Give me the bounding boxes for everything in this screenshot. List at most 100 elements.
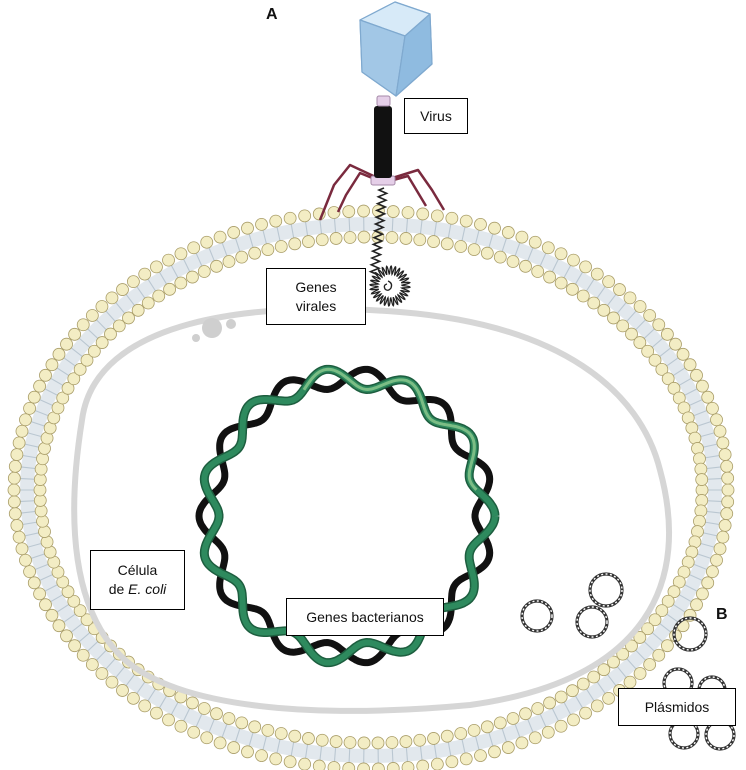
lipid-head bbox=[641, 622, 655, 636]
lipid-head bbox=[261, 723, 275, 737]
lipid-head bbox=[241, 221, 254, 235]
lipid-head bbox=[80, 353, 94, 367]
lipid-head bbox=[197, 265, 211, 278]
lipid-head bbox=[401, 761, 415, 770]
lipid-head bbox=[693, 514, 706, 528]
lipid-head bbox=[222, 712, 236, 725]
lipid-head bbox=[696, 587, 709, 601]
lipid-head bbox=[150, 260, 163, 274]
lipid-head bbox=[576, 289, 590, 303]
lipid-head bbox=[7, 471, 21, 485]
plasmids-label: Plásmidos bbox=[618, 688, 736, 726]
lipid-head bbox=[283, 755, 297, 769]
lipid-head bbox=[554, 690, 568, 704]
lipid-head bbox=[480, 720, 494, 734]
lipid-head bbox=[501, 741, 515, 754]
lipid-head bbox=[116, 684, 129, 697]
lipid-head bbox=[554, 276, 568, 290]
lipid-head bbox=[329, 232, 343, 245]
viral-genes-label-line1: Genes bbox=[295, 278, 337, 295]
lipid-head bbox=[371, 736, 385, 750]
lipid-head bbox=[690, 368, 703, 382]
lipid-head bbox=[696, 379, 709, 393]
lipid-head bbox=[531, 265, 545, 278]
lipid-head bbox=[302, 235, 315, 248]
lipid-head bbox=[15, 542, 29, 556]
lipid-head bbox=[413, 233, 427, 247]
lipid-head bbox=[445, 211, 459, 225]
lipid-head bbox=[543, 270, 556, 284]
lipid-head bbox=[298, 757, 312, 770]
membrane-core bbox=[20, 217, 722, 763]
lipid-head bbox=[87, 344, 101, 358]
lipid-head bbox=[567, 253, 580, 267]
lipid-head bbox=[19, 413, 32, 427]
lipid-head bbox=[648, 353, 662, 367]
lipid-head bbox=[459, 214, 473, 228]
lipid-head bbox=[200, 235, 214, 249]
lipid-head bbox=[718, 519, 732, 532]
lipid-head bbox=[616, 647, 630, 661]
lipid-head bbox=[623, 675, 637, 689]
lipid-head bbox=[706, 401, 719, 415]
lipid-head bbox=[61, 585, 75, 599]
lipid-head bbox=[60, 629, 73, 643]
lipid-head bbox=[10, 519, 24, 532]
lipid-head bbox=[222, 255, 236, 268]
lipid-head bbox=[162, 713, 175, 727]
inclusion-body bbox=[192, 334, 200, 342]
lipid-head bbox=[56, 391, 70, 405]
lipid-head bbox=[138, 699, 152, 713]
lipid-head bbox=[401, 206, 415, 219]
lipid-head bbox=[12, 436, 26, 450]
lipid-head bbox=[200, 731, 214, 745]
lipid-head bbox=[641, 344, 655, 358]
lipid-head bbox=[660, 327, 674, 341]
lipid-head bbox=[660, 639, 674, 653]
cell-label-prefix: de bbox=[108, 581, 125, 597]
lipid-head bbox=[174, 719, 188, 733]
lipid-head bbox=[15, 424, 29, 438]
lipid-head bbox=[357, 204, 370, 218]
virus-capsid bbox=[359, 1, 433, 97]
lipid-head bbox=[399, 232, 413, 245]
lipid-head bbox=[213, 230, 227, 244]
lipid-head bbox=[488, 221, 501, 235]
lipid-head bbox=[607, 655, 620, 669]
lipid-head bbox=[248, 246, 262, 260]
lipid-head bbox=[467, 243, 481, 257]
lipid-head bbox=[302, 732, 315, 745]
lipid-head bbox=[597, 663, 611, 677]
lipid-head bbox=[613, 283, 626, 296]
lipid-head bbox=[76, 318, 90, 332]
lipid-head bbox=[445, 755, 459, 769]
lipid-head bbox=[288, 729, 302, 743]
lipid-head bbox=[480, 246, 494, 260]
lipid-head bbox=[625, 327, 638, 341]
lipid-head bbox=[52, 347, 66, 361]
lipid-head bbox=[430, 209, 444, 223]
lipid-head bbox=[427, 732, 440, 745]
lipid-head bbox=[372, 762, 385, 770]
lipid-head bbox=[76, 648, 90, 662]
lipid-head bbox=[519, 707, 532, 721]
lipid-head bbox=[399, 735, 413, 748]
viral-genes-label: Genes virales bbox=[266, 268, 366, 325]
lipid-head bbox=[269, 214, 283, 228]
cell-membrane bbox=[7, 204, 735, 770]
lipid-head bbox=[8, 459, 22, 473]
lipid-head bbox=[52, 619, 66, 633]
plasmid-ring-beads bbox=[663, 668, 693, 698]
lipid-head bbox=[695, 473, 709, 486]
lipid-head bbox=[713, 424, 727, 438]
lipid-head bbox=[210, 707, 223, 721]
lipid-head bbox=[27, 576, 41, 590]
lipid-head bbox=[616, 319, 630, 333]
lipid-head bbox=[716, 530, 730, 544]
lipid-head bbox=[493, 716, 507, 730]
lipid-head bbox=[38, 525, 51, 538]
lipid-head bbox=[554, 719, 568, 733]
lipid-head bbox=[655, 362, 669, 376]
plasmid-ring-icon bbox=[588, 572, 624, 608]
lipid-head bbox=[213, 736, 227, 750]
